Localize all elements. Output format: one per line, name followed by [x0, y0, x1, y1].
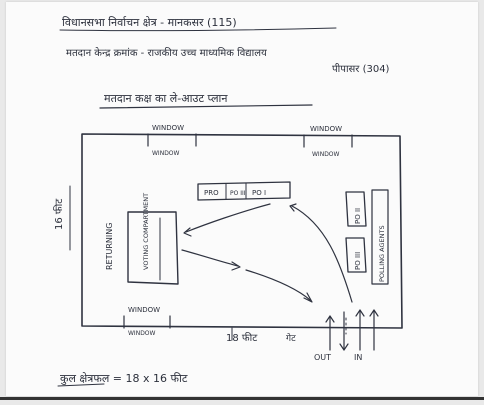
window-label-bottom: WINDOW — [128, 306, 160, 314]
returning-label: RETURNING — [105, 223, 114, 270]
window-label-top-left-2: WINDOW — [152, 150, 180, 157]
po3-label: PO III — [354, 252, 362, 270]
bottom-length-label: 18 फीट — [226, 332, 258, 344]
po1-label: PO I — [252, 189, 266, 197]
gate-label: गेट — [286, 332, 296, 344]
header-line-3: पीपासर (304) — [332, 63, 390, 75]
side-length-label: 16 फीट — [53, 198, 65, 230]
voting-compartment-label: VOTING COMPARTMENT — [142, 193, 150, 270]
pro-table-label: PRO — [204, 189, 219, 197]
header-line-2: मतदान केन्द्र क्रमांक - राजकीय उच्च माध्… — [66, 47, 267, 59]
room-outline — [81, 133, 403, 329]
po-table-mid-label: PO III — [230, 190, 246, 197]
window-label-top-right: WINDOW — [310, 125, 342, 133]
window-label-bottom-2: WINDOW — [128, 330, 156, 337]
in-label: IN — [354, 353, 362, 362]
window-label-top-right-2: WINDOW — [312, 151, 340, 158]
polling-agents-label: POLLING AGENTS — [378, 225, 386, 282]
area-footer: कुल क्षेत्रफल = 18 x 16 फीट — [60, 372, 188, 385]
window-label-top-left: WINDOW — [152, 124, 184, 132]
exit-label: OUT — [314, 353, 331, 362]
po2-label: PO II — [354, 208, 362, 224]
header-line-1: विधानसभा निर्वाचन क्षेत्र - मानकसर (115) — [62, 16, 237, 29]
plan-title: मतदान कक्ष का ले-आउट प्लान — [104, 92, 228, 105]
scan-bottom-border — [0, 397, 484, 400]
